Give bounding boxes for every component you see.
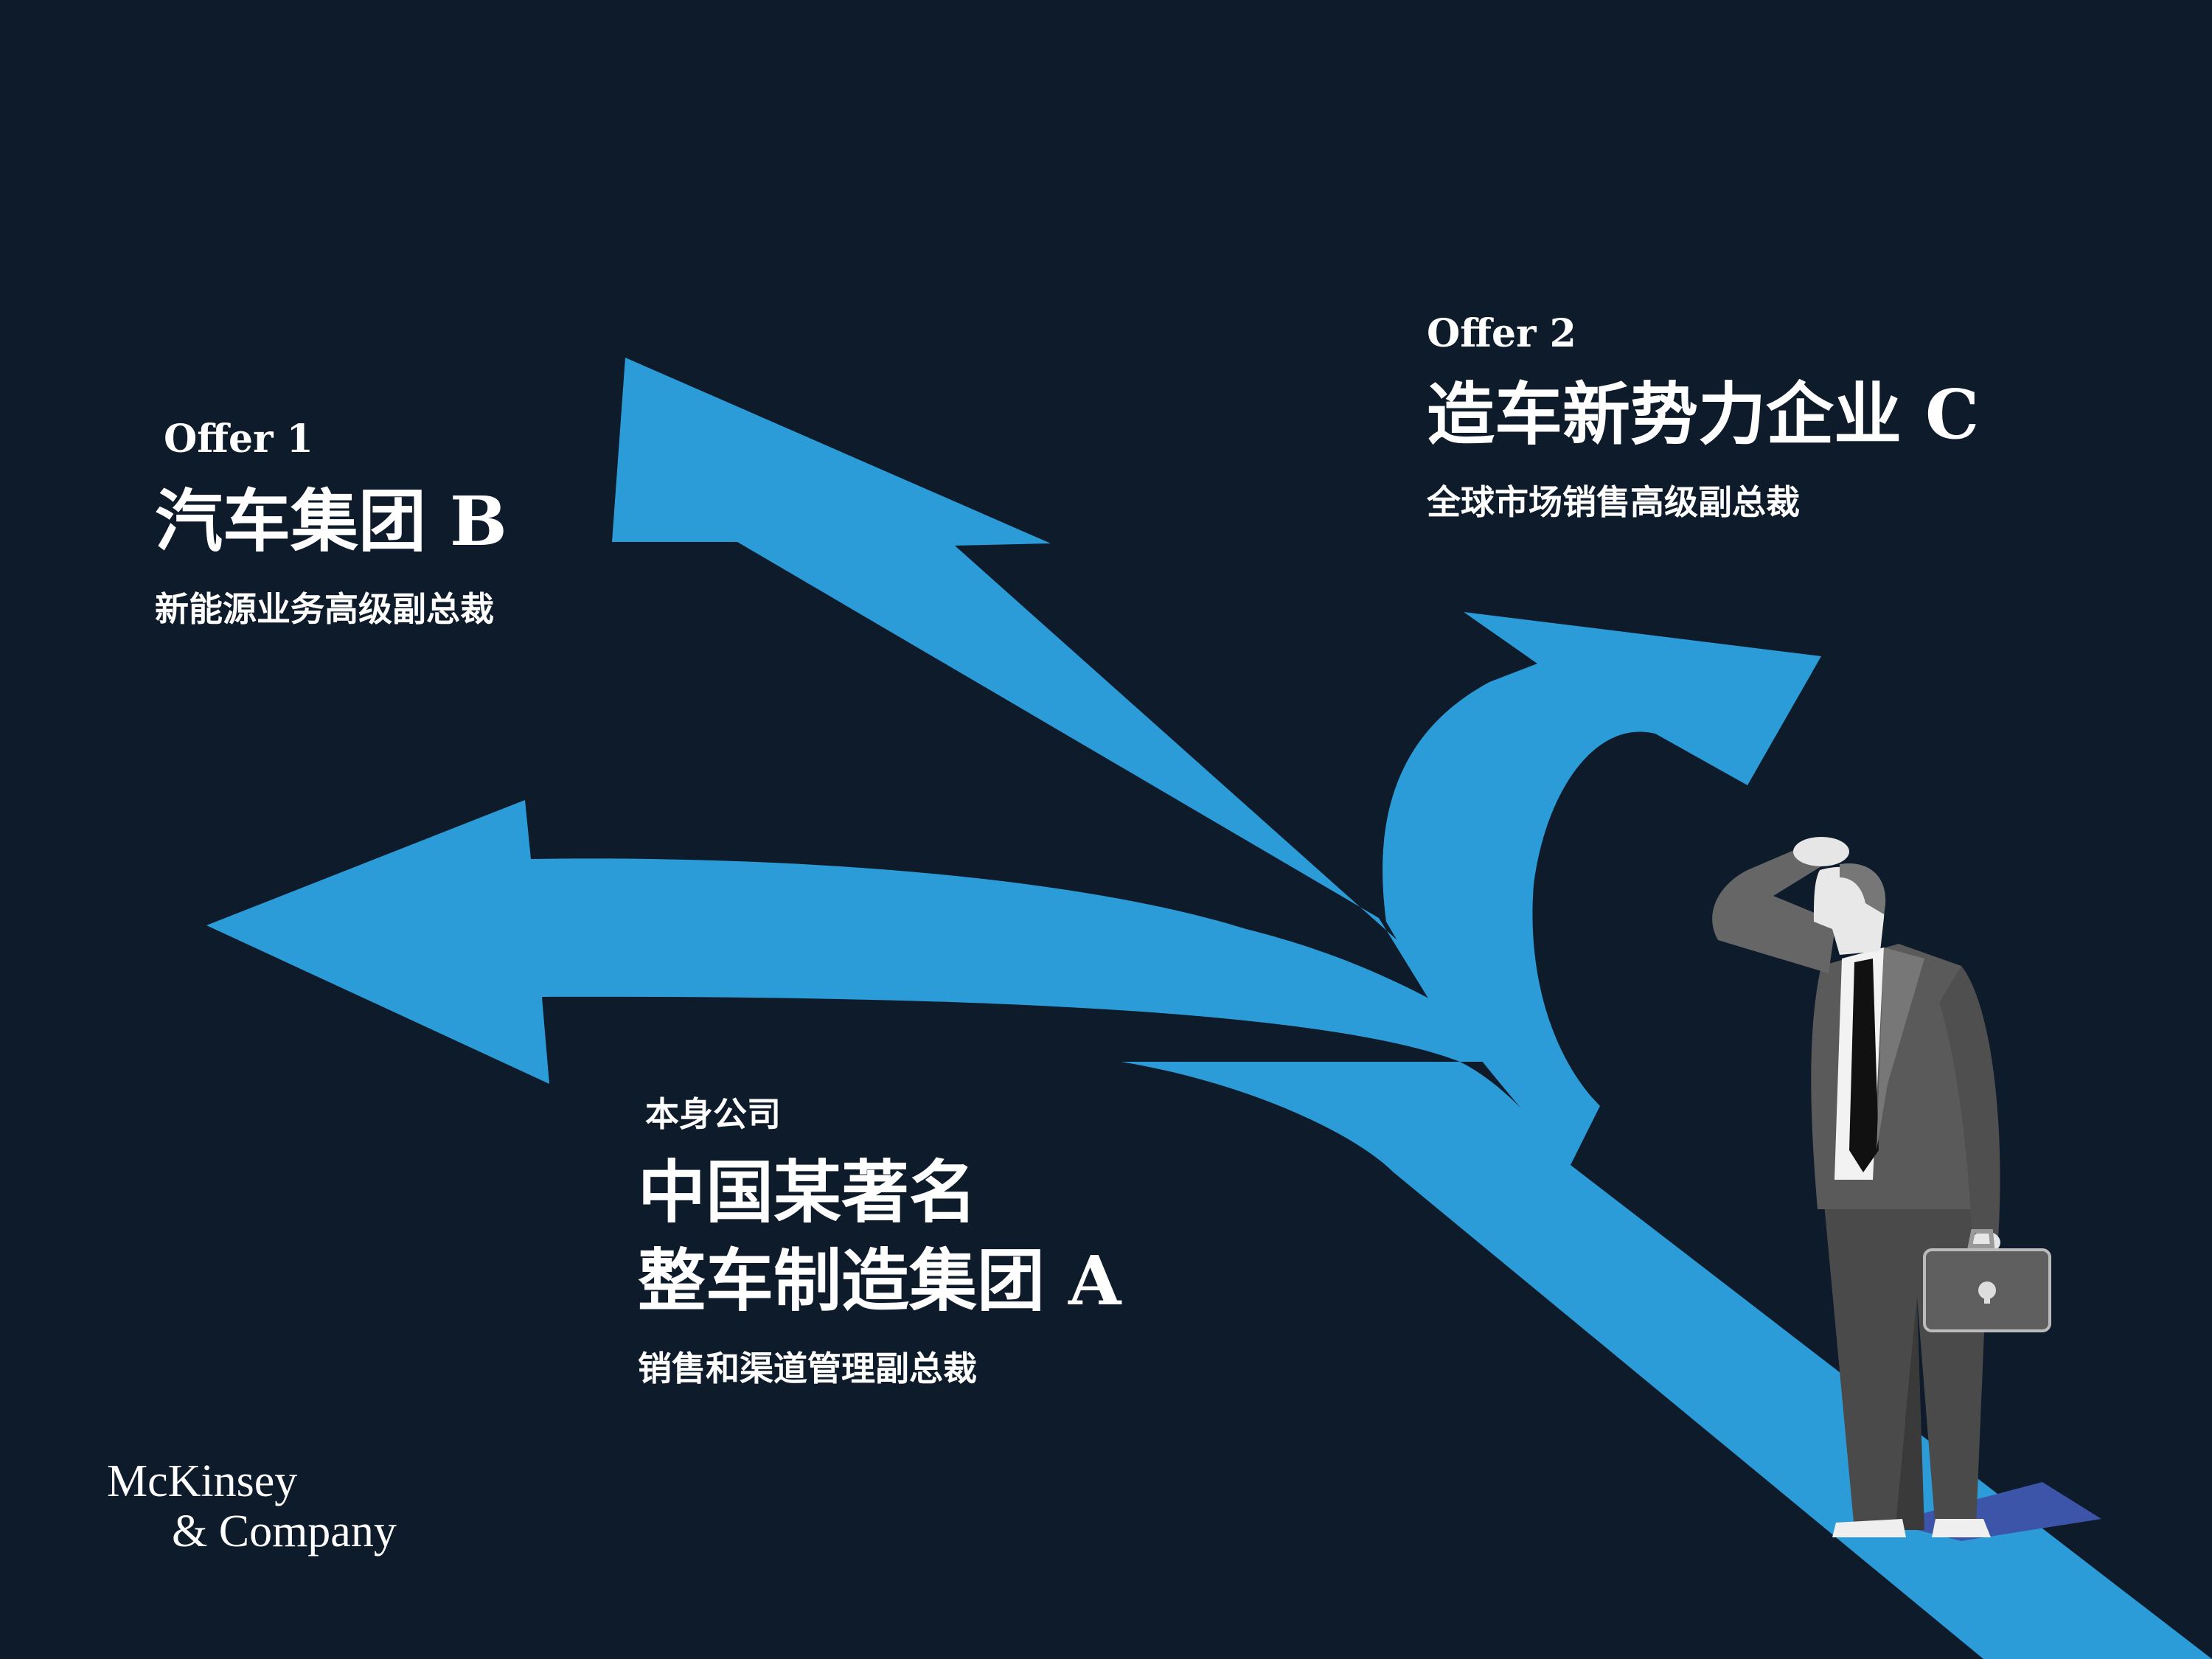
arrow-upper-left	[612, 358, 1534, 1062]
offer-1-title: 汽车集团 B	[155, 481, 507, 561]
businessman-figure	[1712, 837, 2051, 1537]
arrow-right	[1382, 612, 1821, 1165]
current-company-subtitle: 销售和渠道管理副总裁	[638, 1349, 977, 1388]
offer-2-title: 造车新势力企业 C	[1427, 375, 1980, 454]
current-company-tag: 本身公司	[645, 1094, 781, 1134]
offer-2-tag: Offer 2	[1427, 311, 1576, 356]
current-company-title-line2: 整车制造集团 A	[638, 1241, 1121, 1321]
mckinsey-logo: McKinsey & Company	[107, 1456, 397, 1557]
logo-line-1: McKinsey	[107, 1456, 298, 1506]
offer-1-tag: Offer 1	[164, 417, 313, 462]
logo-line-2: & Company	[172, 1506, 397, 1557]
arrow-left	[206, 800, 1534, 1084]
offer-2-subtitle: 全球市场销售高级副总裁	[1427, 482, 1800, 522]
road-trunk	[1121, 1062, 2212, 1659]
offer-1-subtitle: 新能源业务高级副总裁	[155, 589, 494, 629]
current-company-title-line1: 中国某著名	[638, 1152, 978, 1232]
